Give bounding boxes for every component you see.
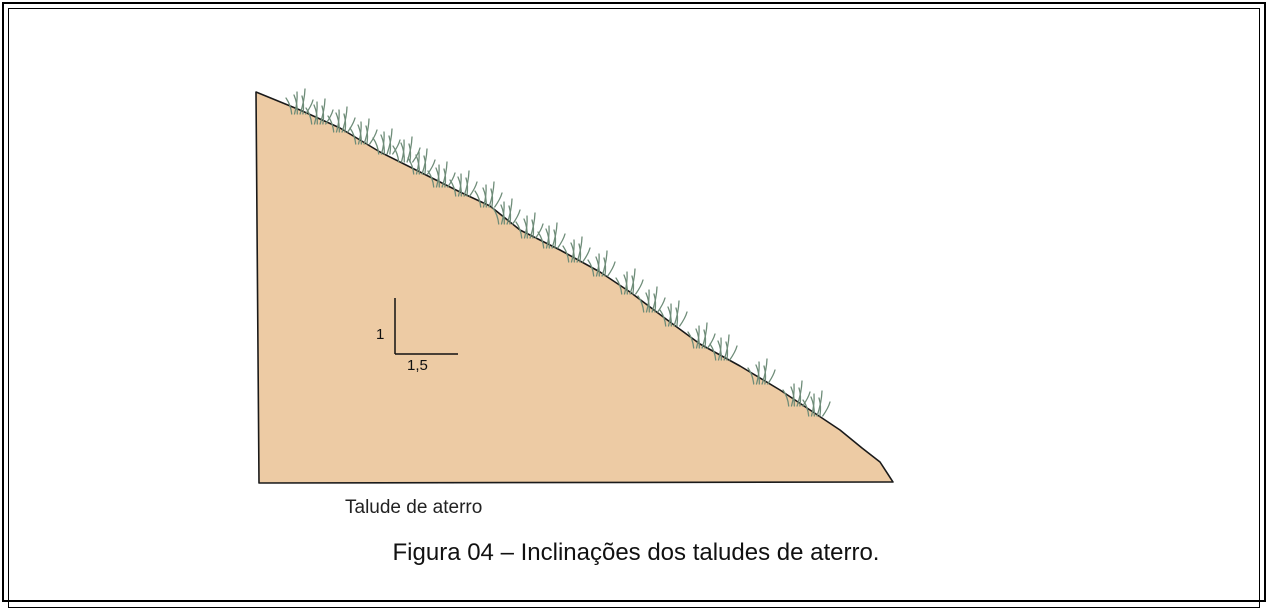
grass-blade (755, 364, 760, 385)
grass-blade (447, 172, 456, 188)
figure-caption: Figura 04 – Inclinações dos taludes de a… (392, 539, 880, 566)
grass-blade (523, 218, 528, 239)
grass-blade (347, 117, 356, 133)
grass-blade (657, 297, 666, 313)
grass-blade (392, 139, 401, 155)
grass-blade (709, 343, 717, 361)
grass-blade (725, 341, 729, 361)
grass-blade (492, 207, 500, 225)
grass-blade (388, 135, 392, 155)
grass-blade (305, 107, 313, 125)
grass-blade (802, 391, 811, 407)
grass-blade (415, 154, 420, 175)
grass-tufts (285, 88, 831, 417)
grass-blade (313, 104, 318, 125)
grass-blade (578, 243, 582, 263)
grass-blade (469, 181, 478, 197)
grass-blade (508, 205, 512, 225)
grass-blade (603, 257, 607, 277)
grass-blade (369, 129, 378, 145)
grass-blade (531, 219, 535, 239)
grass-blade (675, 307, 679, 327)
embankment-soil-body (255, 91, 894, 484)
embankment-slope-diagram (255, 88, 894, 484)
grass-blade (343, 113, 347, 133)
grass-blade (357, 124, 362, 145)
grass-blade (372, 137, 380, 155)
grass-blade (637, 295, 645, 313)
grass-blade (537, 231, 545, 249)
grass-blade (535, 223, 544, 239)
grass-blade (474, 190, 482, 208)
grass-blade (818, 397, 822, 417)
grass-blade (695, 328, 700, 349)
grass-blade (490, 188, 494, 208)
ratio-horizontal-label: 1,5 (407, 357, 428, 374)
grass-blade (412, 147, 421, 163)
grass-blade (659, 309, 667, 327)
grass-blade (349, 127, 357, 145)
grass-blade (285, 97, 293, 115)
grass-blade (515, 221, 523, 239)
grass-blade (465, 177, 469, 197)
grass-blade (335, 112, 340, 133)
grass-blade (782, 389, 790, 407)
grass-blade (427, 170, 435, 188)
grass-blade (327, 115, 335, 133)
grass-blade (293, 94, 298, 115)
grass-blade (717, 340, 722, 361)
grass-blade (767, 369, 776, 385)
grass-blade (623, 274, 628, 295)
grass-blade (512, 209, 521, 225)
grass-blade (635, 279, 644, 295)
grass-blade (595, 256, 600, 277)
grass-blade (392, 145, 400, 163)
grass-blade (435, 167, 440, 188)
grass-blade (747, 367, 755, 385)
grass-blade (802, 399, 810, 417)
grass-blade (582, 247, 591, 263)
grass-blade (822, 401, 831, 417)
grass-blade (325, 109, 334, 125)
grass-blade (500, 204, 505, 225)
grass-blade (423, 155, 427, 175)
grass-blade (763, 365, 767, 385)
grass-blade (729, 345, 738, 361)
grass-blade (443, 168, 447, 188)
grass-blade (400, 142, 405, 163)
grass-blade (790, 386, 795, 407)
grass-blade (570, 242, 575, 263)
grass-blade (482, 187, 487, 208)
grass-blade (607, 261, 616, 277)
grass-blade (679, 311, 688, 327)
grass-blade (798, 387, 802, 407)
grass-blade (321, 105, 325, 125)
grass-blade (707, 333, 716, 349)
grass-blade (587, 259, 595, 277)
grass-blade (305, 99, 314, 115)
grass-blade (557, 233, 566, 249)
grass-blade (449, 179, 457, 197)
slope-ratio-indicator (394, 298, 458, 355)
grass-blade (301, 95, 305, 115)
ratio-vertical-label: 1 (376, 326, 385, 343)
grass-blade (553, 229, 557, 249)
grass-blade (615, 277, 623, 295)
grass-blade (562, 245, 570, 263)
grass-blade (645, 292, 650, 313)
grass-blade (631, 275, 635, 295)
grass-blade (457, 176, 462, 197)
grass-blade (667, 306, 672, 327)
slope-label: Talude de aterro (345, 497, 483, 518)
grass-blade (703, 329, 707, 349)
grass-blade (545, 228, 550, 249)
grass-blade (407, 157, 415, 175)
grass-blade (810, 396, 815, 417)
grass-blade (380, 134, 385, 155)
grass-blade (653, 293, 657, 313)
grass-blade (687, 331, 695, 349)
grass-blade (365, 125, 369, 145)
grass-blade (494, 192, 503, 208)
